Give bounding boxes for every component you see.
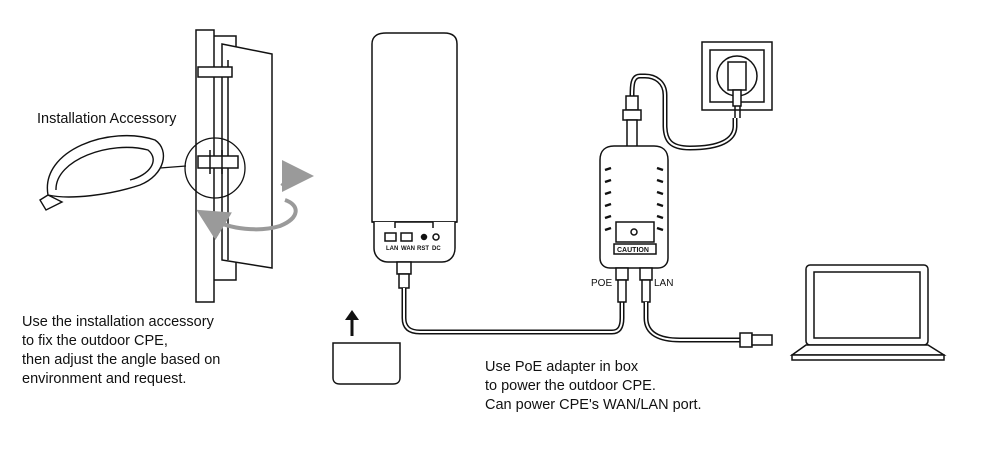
mounting-bracket-icon <box>195 29 273 303</box>
poe-cable <box>401 288 625 335</box>
cpe-port-dc: DC <box>432 246 441 252</box>
cpe-port-rst: RST <box>417 246 429 252</box>
adapter-lan-label: LAN <box>654 278 673 289</box>
right-caption-line-2: to power the outdoor CPE. <box>485 378 656 394</box>
lan-cable <box>643 302 740 343</box>
cpe-port-lan: LAN <box>386 246 398 252</box>
wall-socket-icon <box>701 41 773 118</box>
left-caption-line-3: then adjust the angle based on <box>22 352 221 368</box>
left-caption-line-1: Use the installation accessory <box>22 314 214 330</box>
laptop-icon <box>789 264 947 361</box>
right-caption-line-3: Can power CPE's WAN/LAN port. <box>485 397 702 413</box>
zoom-circle <box>184 137 246 199</box>
accessory-title: Installation Accessory <box>37 111 177 127</box>
rj45-plug-icon <box>739 332 773 348</box>
rotate-arrow-icon <box>196 160 314 240</box>
outdoor-cpe-icon <box>371 32 458 289</box>
cpe-port-wan: WAN <box>401 246 415 252</box>
cable-tie-icon <box>39 135 165 211</box>
left-caption-line-2: to fix the outdoor CPE, <box>22 333 168 349</box>
up-arrow-icon <box>345 310 359 336</box>
adapter-poe-label: POE <box>591 278 612 289</box>
left-caption-line-4: environment and request. <box>22 371 187 387</box>
box-icon <box>332 342 401 385</box>
right-caption-line-1: Use PoE adapter in box <box>485 359 639 375</box>
caution-label: CAUTION <box>617 247 649 254</box>
poe-adapter-icon <box>599 145 669 303</box>
